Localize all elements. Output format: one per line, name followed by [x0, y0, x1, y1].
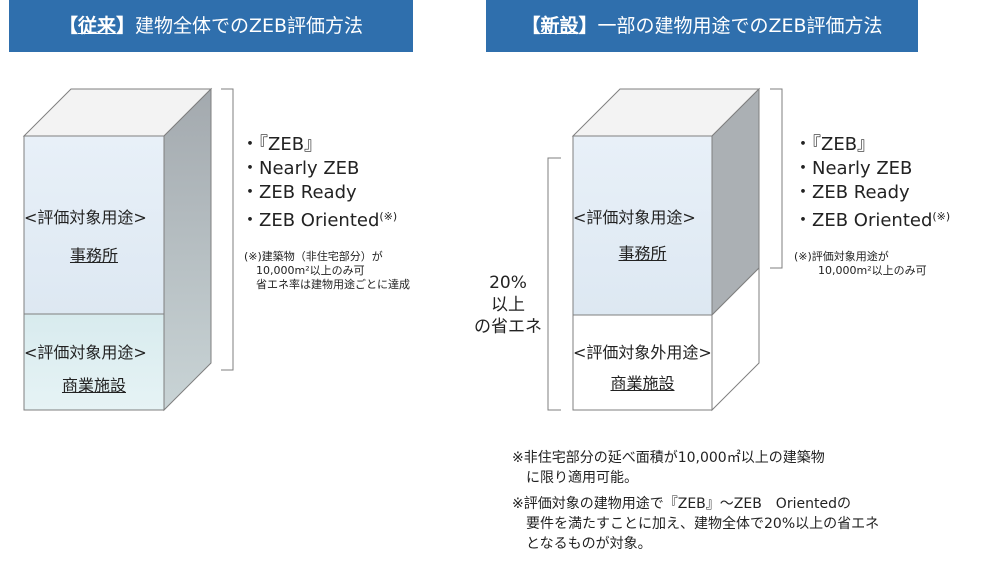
footnote-mark: (※): [932, 210, 951, 223]
zeb-list-new: ・『ZEB』 ・Nearly ZEB ・ZEB Ready ・ZEB Orien…: [794, 133, 950, 233]
bottom-notes: ※非住宅部分の延べ面積が10,000㎡以上の建築物 に限り適用可能。 ※評価対象…: [512, 448, 879, 554]
bottom-note-line: に限り適用可能。: [526, 470, 638, 486]
zeb-list-item: ・『ZEB』: [241, 134, 323, 155]
zeb-list-item: ・ZEB Oriented(※): [241, 210, 398, 231]
zeb-list-conventional: ・『ZEB』 ・Nearly ZEB ・ZEB Ready ・ZEB Orien…: [241, 133, 397, 233]
header-title-conventional: 建物全体でのZEB評価方法: [134, 15, 364, 37]
left-building-commercial-front: [23, 313, 165, 411]
left-building: [22, 87, 234, 412]
left-office-use-label: <評価対象用途>: [24, 208, 147, 227]
zeb-list-item: ・『ZEB』: [794, 134, 876, 155]
zeb-list-item: ・ZEB Ready: [794, 182, 910, 203]
zeb-list-item: ・ZEB Oriented(※): [794, 210, 951, 231]
note-line: 10,000m²以上のみ可: [256, 264, 365, 277]
note-line: 10,000m²以上のみ可: [818, 264, 927, 277]
energy-saving-label: 20% 以上 の省エネ: [468, 272, 548, 338]
header-tag-conventional: 【従来】: [58, 15, 135, 37]
header-tag-new: 【新設】: [521, 15, 598, 37]
header-new: 【新設】一部の建物用途でのZEB評価方法: [486, 0, 918, 52]
note-conventional: (※)建築物（非住宅部分）が 10,000m²以上のみ可 省エネ率は建物用途ごと…: [244, 250, 410, 292]
right-building: [547, 87, 783, 412]
energy-bracket: [547, 157, 561, 411]
zeb-list-item: ・ZEB Ready: [241, 182, 357, 203]
bottom-note-line: となるものが対象。: [526, 536, 652, 552]
right-commercial-name: 商業施設: [610, 374, 675, 393]
left-office-name: 事務所: [69, 246, 118, 265]
note-line: 省エネ率は建物用途ごとに達成: [256, 278, 410, 291]
right-other-use-label: <評価対象外用途>: [573, 343, 712, 362]
energy-saving-above: 以上: [491, 295, 525, 315]
zeb-list-item: ・Nearly ZEB: [241, 158, 360, 179]
right-building-other-front: [572, 314, 713, 411]
right-bracket-zeb: [770, 88, 783, 269]
energy-saving-text: の省エネ: [474, 317, 542, 337]
zeb-list-item: ・Nearly ZEB: [794, 158, 913, 179]
bottom-note-line: 要件を満たすことに加え、建物全体で20%以上の省エネ: [526, 516, 880, 532]
energy-saving-percent: 20%: [489, 273, 527, 293]
right-office-use-label: <評価対象用途>: [573, 208, 696, 227]
footnote-mark: (※): [379, 210, 398, 223]
right-building-office-front: [572, 135, 713, 316]
left-commercial-name: 商業施設: [61, 376, 126, 395]
right-office-name: 事務所: [618, 244, 667, 263]
bottom-note-line: ※非住宅部分の延べ面積が10,000㎡以上の建築物: [512, 450, 825, 466]
bottom-note-line: ※評価対象の建物用途で『ZEB』～ZEB Orientedの: [512, 496, 851, 512]
header-conventional: 【従来】建物全体でのZEB評価方法: [9, 0, 413, 52]
note-new: (※)評価対象用途が 10,000m²以上のみ可: [794, 250, 927, 278]
note-line: (※)評価対象用途が: [794, 250, 889, 263]
header-title-new: 一部の建物用途でのZEB評価方法: [597, 15, 883, 37]
note-line: (※)建築物（非住宅部分）が: [244, 250, 383, 263]
left-commercial-use-label: <評価対象用途>: [24, 343, 147, 362]
left-bracket: [221, 88, 234, 371]
